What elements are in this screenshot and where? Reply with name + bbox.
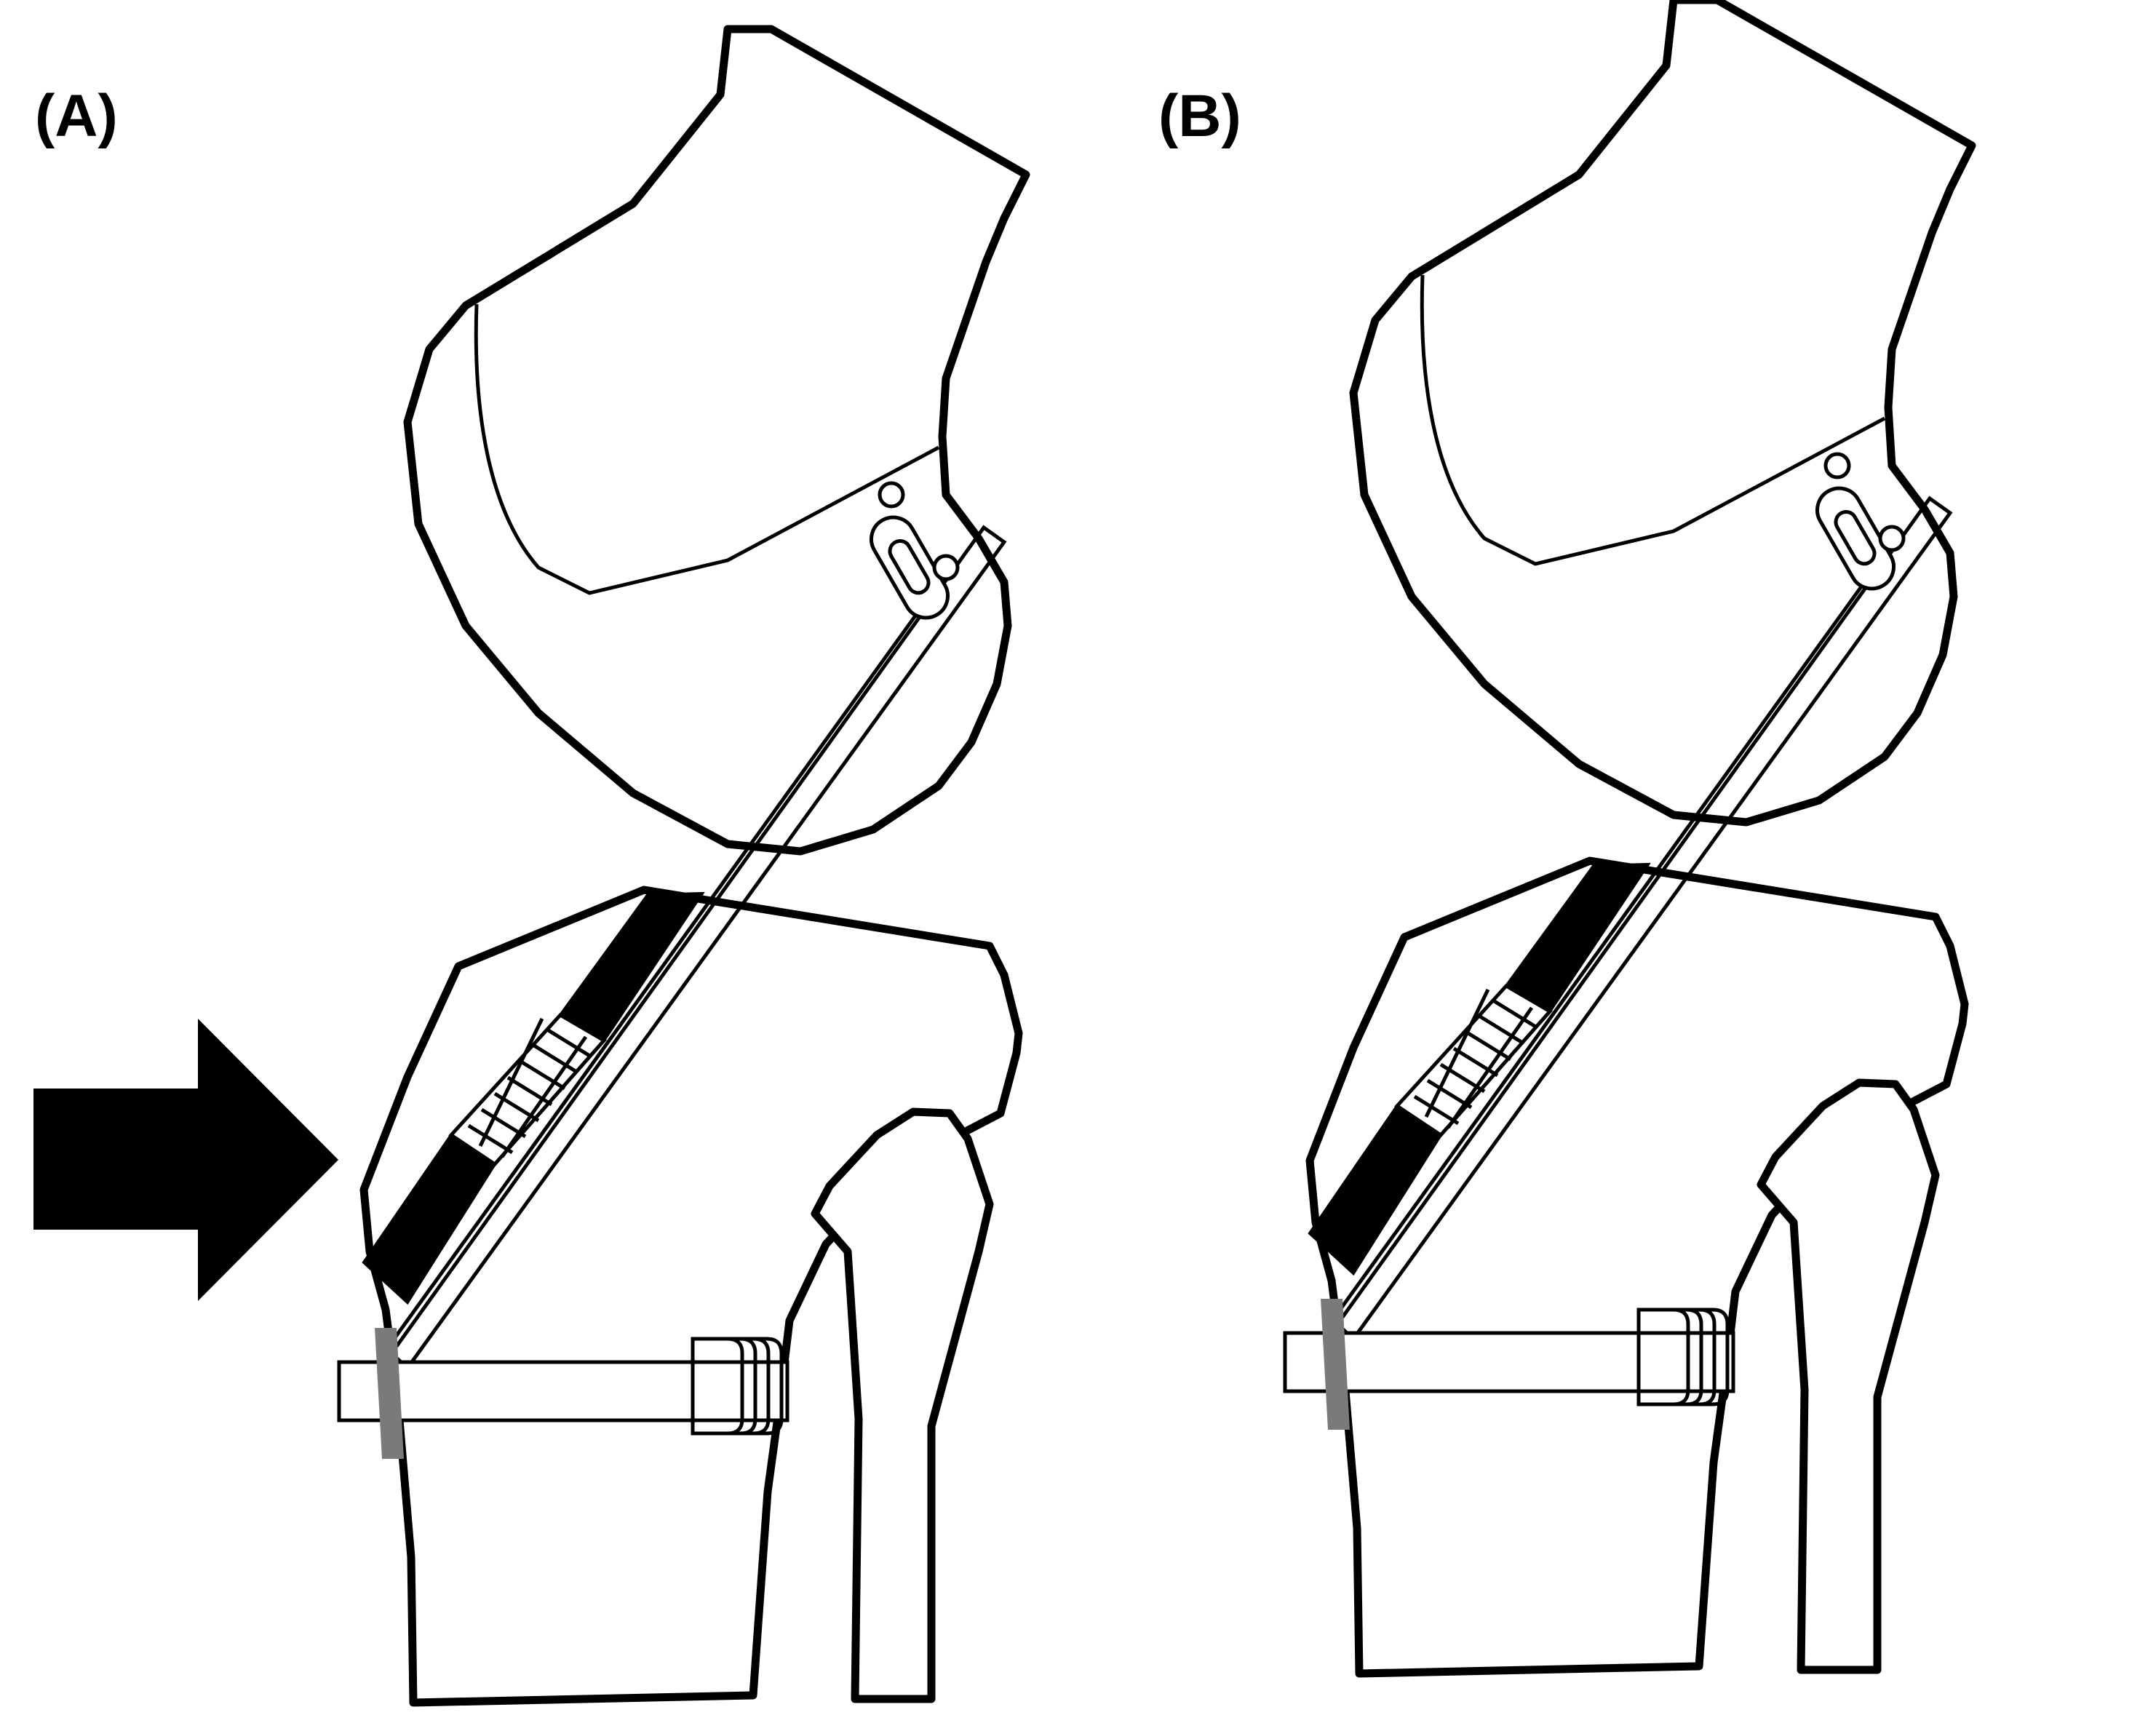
panel-b [1285,0,1972,1674]
panel-label-b: (B) [1158,83,1241,149]
arrow-right-icon [33,1019,338,1301]
panel-label-a: (A) [35,83,118,149]
panel-a [33,29,1026,1703]
